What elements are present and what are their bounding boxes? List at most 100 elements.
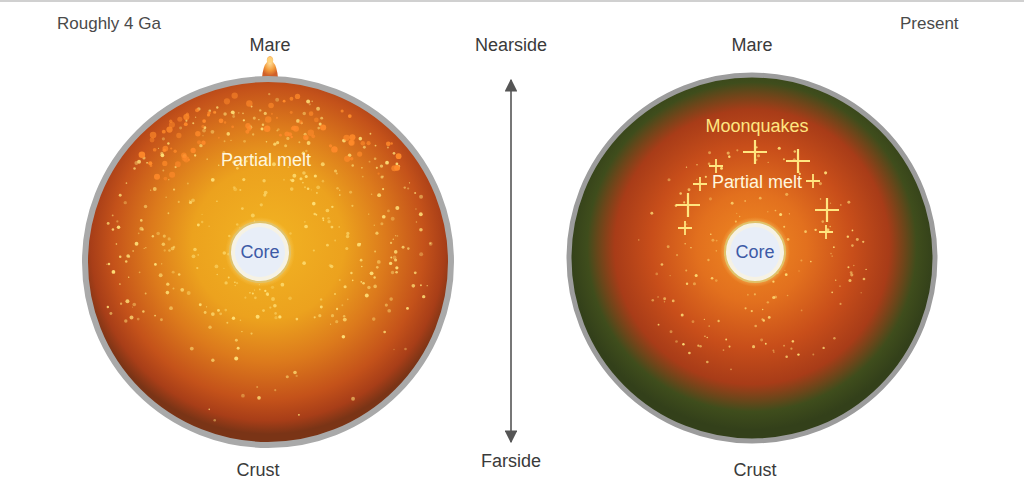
moonquake-cross (676, 193, 700, 217)
melt-speckle (404, 348, 407, 351)
melt-speckle (361, 266, 363, 268)
top-rule (0, 0, 1024, 2)
epoch-label: Present (900, 14, 959, 34)
melt-speckles (106, 92, 432, 421)
melt-speckle (729, 346, 731, 348)
melt-speckle (357, 152, 362, 157)
melt-speckle (765, 343, 767, 345)
melt-speckle (650, 212, 653, 215)
melt-speckle (848, 279, 851, 282)
melt-speckle (347, 299, 349, 301)
melt-speckle (334, 170, 337, 173)
melt-speckle (216, 106, 218, 108)
melt-speckle (658, 324, 660, 326)
melt-speckle (349, 140, 354, 145)
melt-speckle (762, 309, 763, 310)
melt-speckle (173, 246, 176, 249)
melt-speckle (389, 297, 393, 301)
melt-speckle (412, 284, 416, 288)
melt-speckle (686, 166, 687, 167)
orientation-arrow (510, 80, 512, 442)
melt-speckles (638, 146, 867, 370)
melt-speckle (376, 167, 378, 169)
melt-speckle (419, 252, 423, 256)
melt-speckle (342, 335, 346, 339)
melt-speckle (116, 243, 118, 245)
melt-speckle (348, 114, 352, 118)
melt-speckle (266, 292, 269, 295)
moonquake-cross (693, 177, 707, 191)
melt-speckle (736, 149, 738, 151)
melt-speckle (178, 273, 181, 276)
melt-speckle (236, 282, 238, 284)
melt-speckle (831, 255, 832, 256)
melt-speckle (419, 212, 423, 216)
melt-speckle (235, 339, 238, 342)
melt-speckle (361, 141, 365, 145)
melt-speckle (706, 337, 707, 338)
melt-speckle (657, 296, 659, 298)
melt-speckle (693, 282, 696, 285)
melt-speckle (162, 161, 167, 166)
melt-speckle (343, 318, 347, 322)
melt-speckle (241, 207, 244, 210)
melt-speckle (344, 285, 347, 288)
melt-speckle (409, 182, 410, 183)
melt-speckle (320, 306, 323, 309)
melt-speckle (276, 130, 278, 132)
eruption-glow (267, 57, 273, 63)
melt-speckle (331, 206, 333, 208)
melt-speckle (352, 280, 354, 282)
moonquake-cross (786, 149, 810, 173)
melt-speckle (391, 271, 394, 274)
melt-speckle (336, 308, 338, 310)
melt-speckle (392, 238, 394, 240)
melt-speckle (315, 214, 317, 216)
melt-speckle (393, 349, 394, 350)
melt-speckle (391, 217, 395, 221)
melt-speckle (812, 354, 814, 356)
melt-speckle (293, 126, 299, 132)
region-label: Partial melt (211, 150, 321, 171)
melt-speckle (682, 343, 684, 345)
melt-speckle (323, 220, 325, 222)
melt-speckle (231, 110, 235, 114)
melt-speckle (847, 201, 850, 204)
melt-speckle (246, 100, 253, 107)
melt-speckle (316, 185, 320, 189)
melt-speckle (277, 128, 279, 130)
melt-speckle (230, 140, 231, 141)
melt-speckle (785, 273, 788, 276)
melt-speckle (296, 375, 298, 377)
melt-speckle (668, 178, 671, 181)
melt-speckle (728, 155, 730, 157)
melt-speckle (202, 119, 206, 123)
melt-speckle (717, 320, 719, 322)
melt-speckle (708, 151, 711, 154)
melt-speckle (126, 254, 130, 258)
melt-speckle (767, 211, 769, 213)
melt-speckle (395, 206, 399, 210)
melt-speckle (175, 161, 181, 167)
melt-speckle (226, 322, 228, 324)
melt-speckle (390, 242, 392, 244)
moonquake-cross (815, 198, 839, 222)
melt-speckle (276, 141, 279, 144)
melt-speckle (429, 242, 433, 246)
melt-speckle (213, 111, 216, 114)
melt-speckle (273, 143, 276, 146)
melt-speckle (191, 148, 196, 153)
melt-speckle (252, 293, 254, 295)
melt-speckle (683, 201, 685, 203)
melt-speckle (235, 285, 236, 286)
melt-speckle (256, 315, 260, 319)
melt-speckle (168, 237, 171, 240)
melt-speckle (772, 296, 775, 299)
melt-speckle (819, 182, 822, 185)
core-label: Core (720, 217, 790, 287)
melt-speckle (208, 409, 210, 411)
direction-label: Farside (481, 451, 541, 472)
melt-speckle (145, 247, 146, 248)
melt-speckle (416, 221, 418, 223)
